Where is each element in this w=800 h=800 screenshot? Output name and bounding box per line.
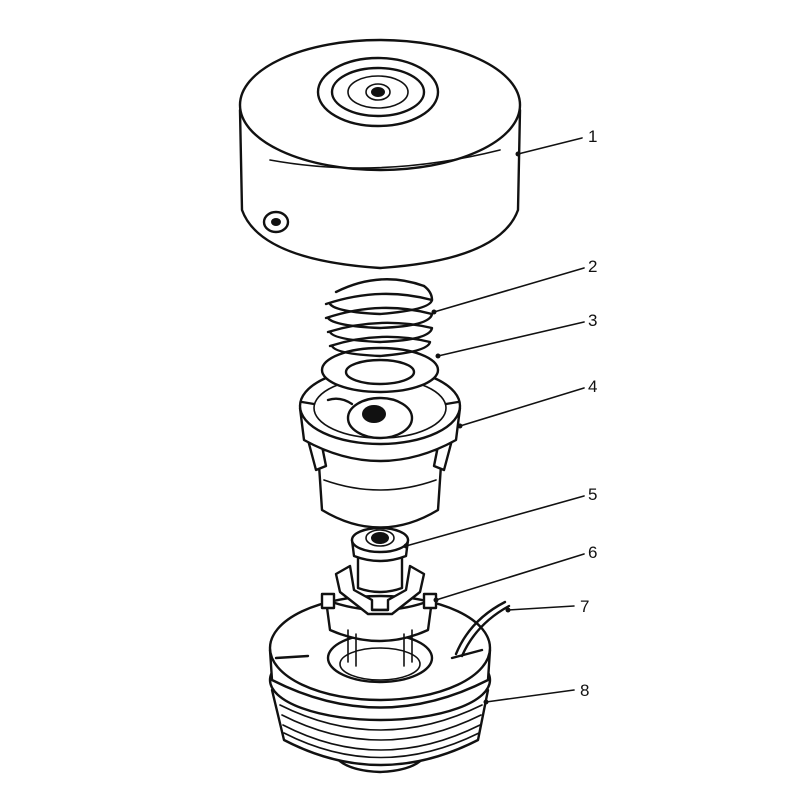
callout-6: 6 bbox=[588, 543, 597, 562]
part-1-cover-cap bbox=[238, 38, 522, 270]
part-7-line bbox=[454, 600, 511, 658]
leader-lines bbox=[403, 137, 585, 705]
callout-1: 1 bbox=[588, 127, 597, 146]
part-5-spindle bbox=[334, 526, 426, 616]
callout-8: 8 bbox=[580, 681, 589, 700]
part-3-washer bbox=[320, 346, 440, 394]
part-8-spool-drum bbox=[268, 594, 492, 774]
callout-5: 5 bbox=[588, 485, 597, 504]
callout-3: 3 bbox=[588, 311, 597, 330]
callout-labels: 1 2 3 4 5 6 7 8 bbox=[580, 127, 597, 700]
callout-4: 4 bbox=[588, 377, 597, 396]
callout-7: 7 bbox=[580, 597, 589, 616]
part-2-spring bbox=[324, 278, 434, 358]
callout-2: 2 bbox=[588, 257, 597, 276]
